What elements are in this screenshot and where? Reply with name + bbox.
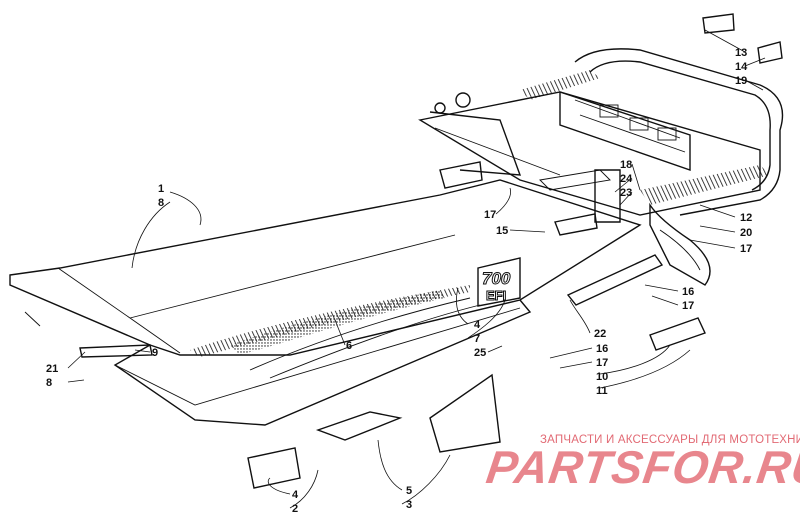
callout-2: 2: [292, 503, 298, 515]
emblem-line1: 700: [482, 269, 511, 288]
callout-6: 6: [346, 340, 352, 352]
callout-16-right: 16: [682, 286, 694, 298]
callout-9: 9: [152, 347, 158, 359]
leader-lines: [67, 29, 766, 509]
callout-labels: 1 8 13 14 19 18 24 23 12 20 17 17 15 16 …: [46, 47, 752, 515]
callout-8: 8: [158, 197, 164, 209]
emblem-line2: EFI: [486, 288, 506, 303]
callout-11: 11: [596, 385, 608, 397]
emblem-700-efi: 700 EFI: [477, 257, 521, 307]
callout-20: 20: [740, 227, 752, 239]
callout-8-lower: 8: [46, 377, 52, 389]
callout-5: 5: [406, 485, 412, 497]
callout-4-lower: 4: [292, 489, 299, 501]
tunnel-panel: [9, 179, 642, 426]
callout-23: 23: [620, 187, 632, 199]
callout-16-lower: 16: [596, 343, 608, 355]
watermark-caption: ЗАПЧАСТИ И АКСЕССУАРЫ ДЛЯ МОТОТЕХНИКИ: [540, 434, 800, 446]
callout-15: 15: [496, 225, 508, 237]
callout-22: 22: [594, 328, 606, 340]
reflector-13: [702, 13, 735, 34]
callout-7: 7: [474, 333, 480, 345]
callout-13: 13: [735, 47, 747, 59]
side-decal: [190, 285, 481, 379]
reflector-2: [247, 447, 301, 489]
callout-19: 19: [735, 75, 747, 87]
callout-14: 14: [735, 61, 748, 73]
callout-17-right: 17: [740, 243, 752, 255]
rear-bumper-assembly: [418, 48, 784, 286]
callout-21: 21: [46, 363, 58, 375]
callout-25: 25: [474, 347, 486, 359]
callout-17-upper: 17: [484, 209, 496, 221]
callout-17-lower: 17: [596, 357, 608, 369]
callout-17-mid: 17: [682, 300, 694, 312]
tail-light-10: [649, 317, 706, 351]
callout-10: 10: [596, 371, 608, 383]
reflector-14: [757, 41, 783, 64]
callout-24: 24: [620, 173, 633, 185]
callout-4-upper: 4: [474, 319, 481, 331]
rod-22: [566, 254, 664, 306]
callout-1: 1: [158, 183, 164, 195]
pad-5: [315, 411, 403, 441]
bracket-15: [554, 213, 598, 236]
strip-21: [79, 344, 153, 358]
hitch-plate: [594, 169, 621, 223]
callout-18: 18: [620, 159, 632, 171]
strip-upper: [439, 161, 483, 189]
callout-3: 3: [406, 499, 412, 511]
tail-plate-3: [429, 373, 501, 453]
watermark-logo: PARTSFOR.RU: [483, 441, 800, 493]
callout-12: 12: [740, 212, 752, 224]
